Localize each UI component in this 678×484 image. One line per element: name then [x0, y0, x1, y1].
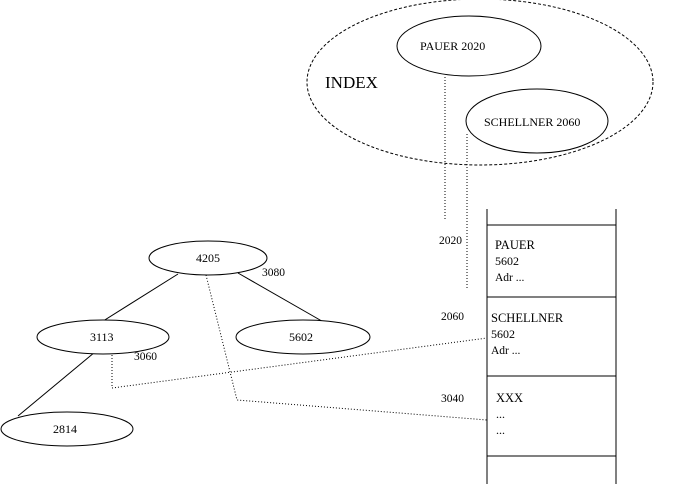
index-region — [306, 0, 654, 166]
tree-node-label: 2814 — [53, 422, 77, 436]
record-line: XXX — [496, 391, 523, 405]
tree-address-label: 3060 — [134, 351, 157, 363]
tree-node-root — [148, 240, 268, 276]
tree-node-label: 5602 — [289, 330, 313, 344]
tree-address-label: 3080 — [262, 267, 285, 279]
record-xxx: XXX ... ... — [496, 391, 523, 437]
tree-node-left — [36, 319, 170, 355]
table-address-3040: 3040 — [441, 393, 464, 405]
record-line: Adr ... — [491, 345, 521, 357]
record-line: 5602 — [491, 327, 515, 341]
pointer-left-2060 — [111, 337, 488, 389]
tree-node-label: 3113 — [90, 330, 114, 344]
record-line: PAUER — [495, 238, 535, 252]
pointer-root-3040 — [205, 274, 488, 421]
record-table — [486, 209, 617, 484]
record-schellner: SCHELLNER 5602 Adr ... — [491, 311, 564, 357]
tree-edge — [91, 273, 179, 329]
tree-edge — [237, 272, 328, 325]
index-entry-schellner — [465, 88, 609, 154]
table-address-2060: 2060 — [441, 311, 464, 323]
tree-node-label: 4205 — [196, 251, 220, 265]
index-entry-schellner-label: SCHELLNER 2060 — [484, 115, 580, 129]
record-line: ... — [496, 423, 505, 437]
record-line: SCHELLNER — [491, 311, 564, 325]
record-line: Adr ... — [495, 272, 525, 284]
tree-edge — [17, 351, 96, 417]
tree-node-right — [235, 319, 371, 355]
index-entry-pauer-label: PAUER 2020 — [420, 39, 485, 53]
record-line: 5602 — [495, 254, 519, 268]
index-entry-pauer — [396, 15, 542, 77]
record-pauer: PAUER 5602 Adr ... — [495, 238, 535, 284]
table-address-2020: 2020 — [439, 235, 462, 247]
index-label: INDEX — [325, 73, 378, 92]
record-line: ... — [496, 407, 505, 421]
tree-node-leftleft — [0, 411, 134, 447]
